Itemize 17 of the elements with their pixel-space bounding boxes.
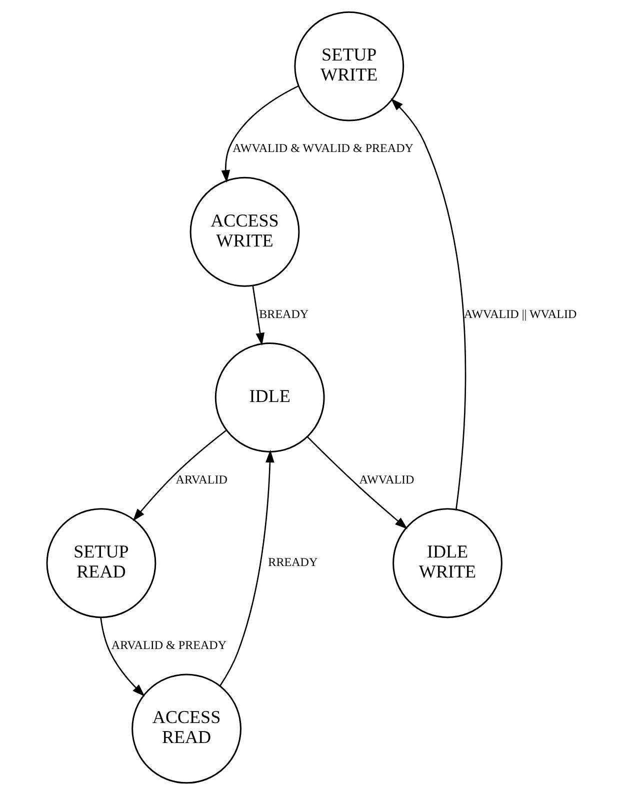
edge-label: BREADY [259,306,309,321]
edge-label: ARVALID & PREADY [111,638,227,652]
arrow [252,285,264,346]
arrow [100,618,145,697]
node-circle: ACCESS WRITE [190,176,300,287]
arrow [307,436,408,530]
node-circle: IDLE WRITE [392,508,502,618]
edge-label: ARVALID [176,472,228,486]
arrow [220,450,274,686]
arrow [132,430,227,522]
node-circle: IDLE [214,342,325,452]
edge-label: AWVALID || WVALID [464,306,577,321]
edge-label: RREADY [268,555,318,570]
arrow [390,98,466,510]
edge-label: AWVALID [359,472,414,486]
edge-label: AWVALID & WVALID & PREADY [232,141,414,156]
arrow [221,85,299,183]
